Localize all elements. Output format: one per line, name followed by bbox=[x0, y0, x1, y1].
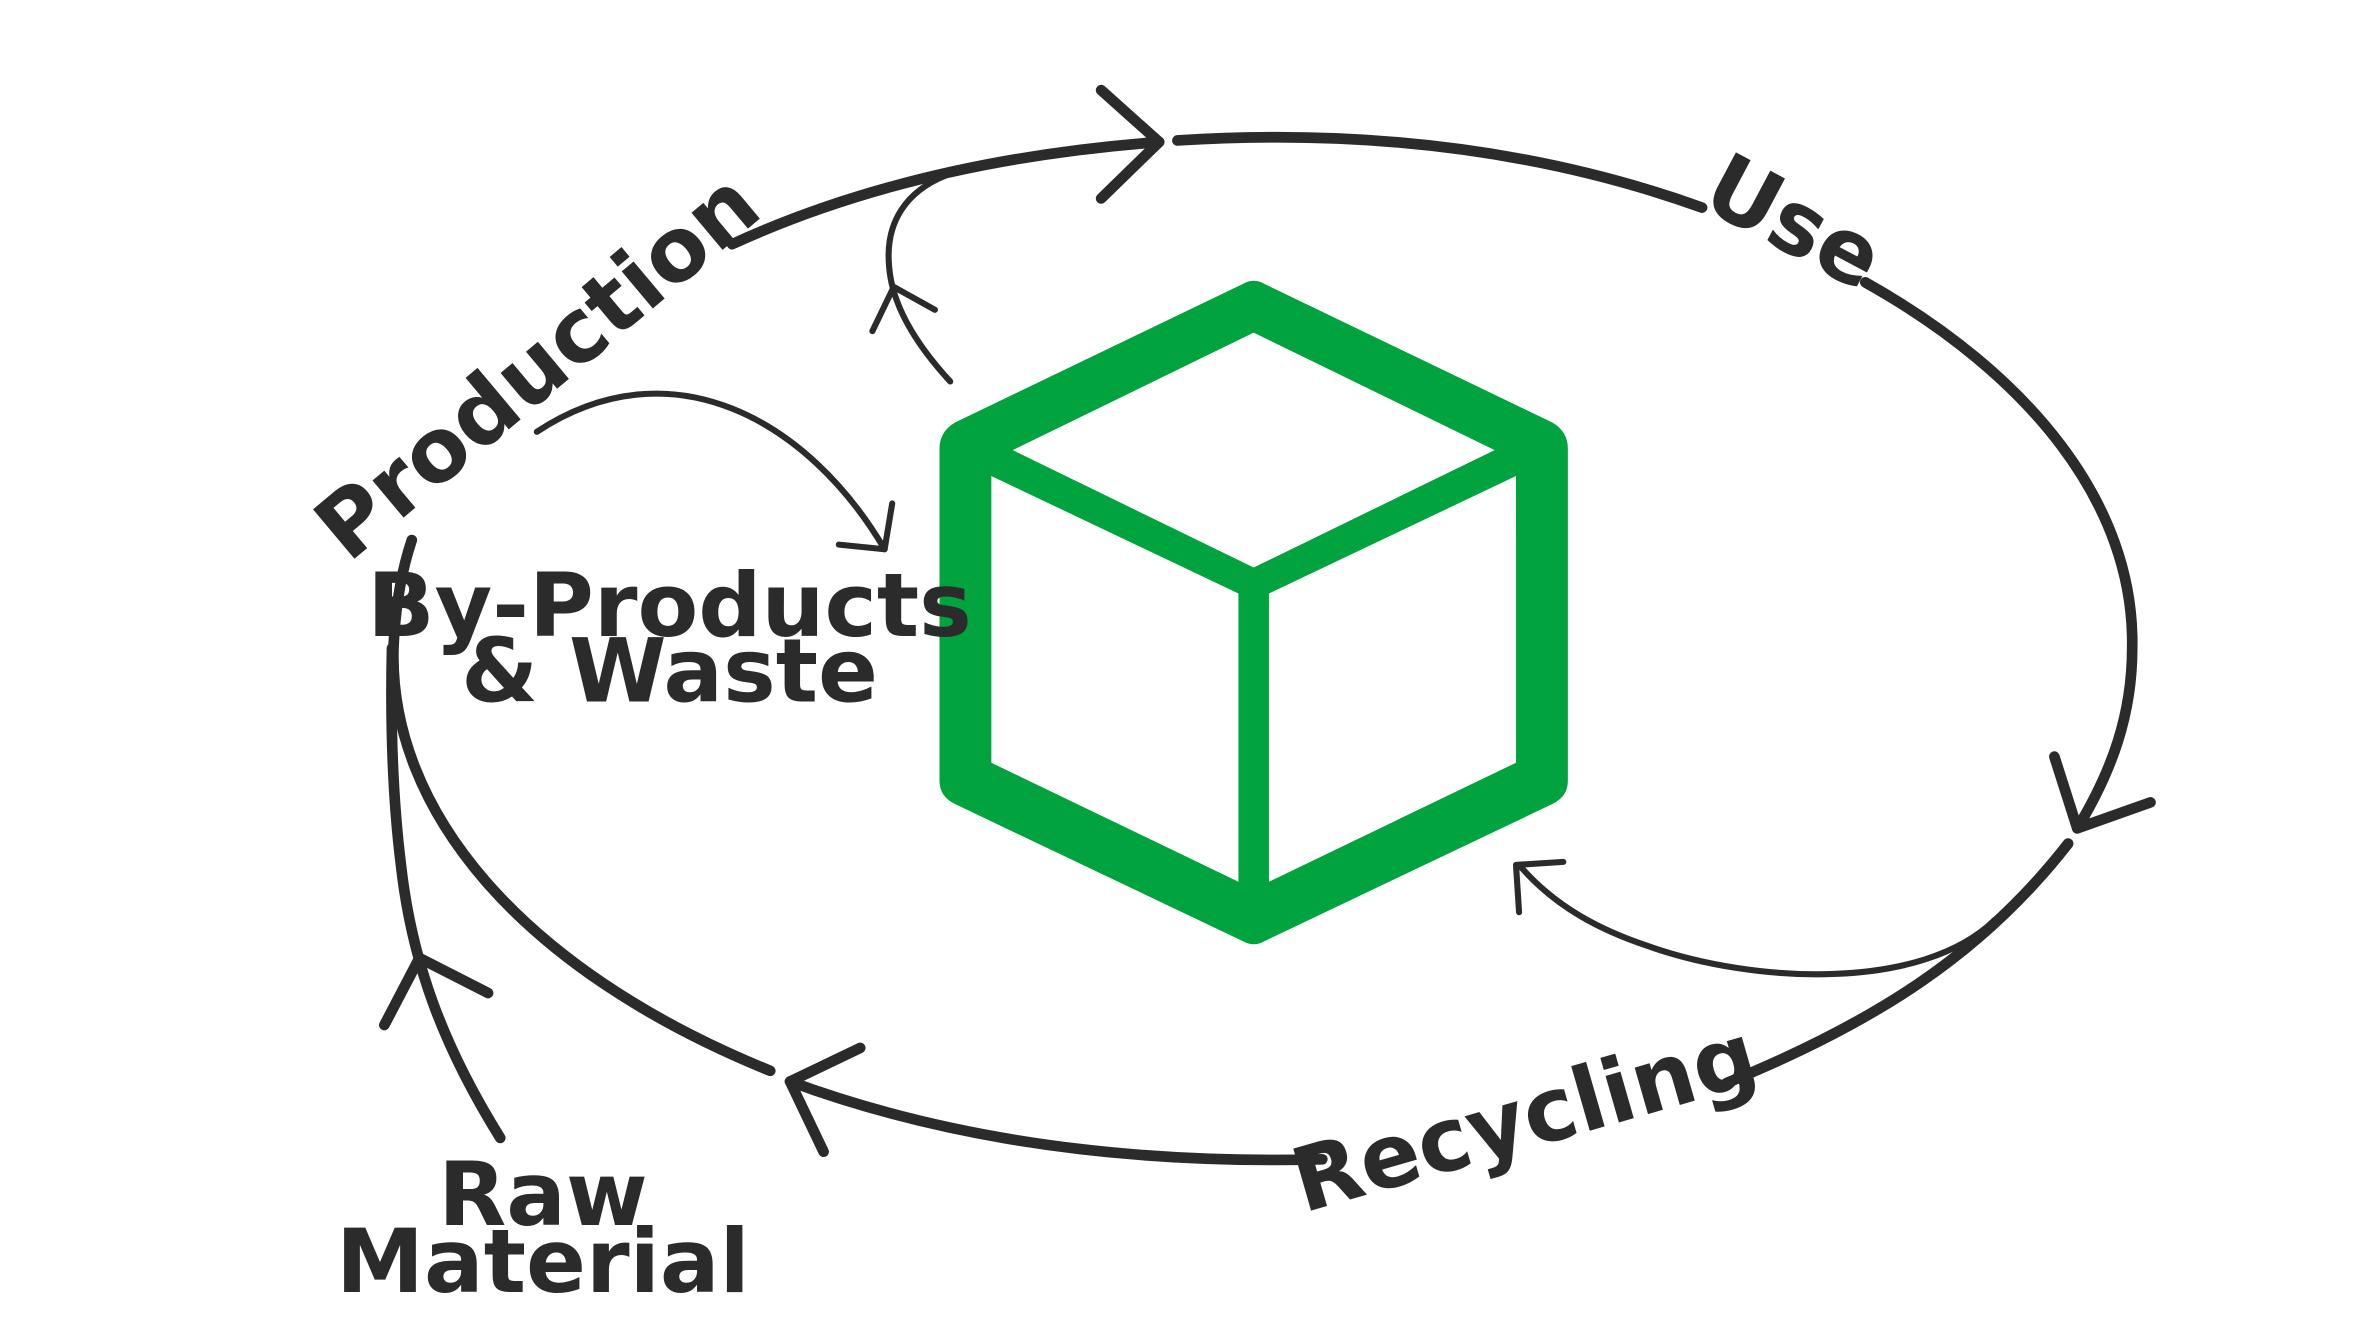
label-byproducts-line1: By-Products bbox=[367, 554, 972, 657]
arrowhead-recycling-to-product bbox=[1512, 858, 1567, 916]
arrowhead-byproducts bbox=[835, 500, 896, 553]
arrowhead-recycling-to-left bbox=[784, 1042, 866, 1158]
raw-material-inflow bbox=[386, 643, 506, 1144]
label-raw-material-line2: Material bbox=[336, 1210, 750, 1313]
cube-box-icon bbox=[939, 280, 1568, 945]
arrowhead-production-to-use bbox=[1095, 84, 1165, 204]
label-production: Production bbox=[296, 151, 779, 580]
cube-top-face bbox=[1012, 332, 1495, 568]
arc-use-top bbox=[1172, 131, 1708, 213]
arc-recycling-to-left bbox=[784, 1076, 1328, 1166]
arrowhead-raw-material bbox=[379, 952, 494, 1031]
label-byproducts-line2: & Waste bbox=[461, 620, 878, 723]
flow-production-to-byproducts bbox=[533, 390, 888, 553]
cube-right-face bbox=[1268, 476, 1517, 882]
arrowhead-production-loop bbox=[869, 283, 938, 335]
flow-production-loop bbox=[885, 172, 954, 385]
arrowhead-use-to-recycling bbox=[2049, 751, 2156, 834]
arc-use-to-recycling bbox=[1859, 276, 2138, 834]
label-raw-material-line1: Raw bbox=[438, 1143, 647, 1246]
cube-left-face bbox=[991, 476, 1239, 882]
flow-recycling-to-product bbox=[1516, 861, 1998, 978]
arc-left-to-production bbox=[388, 534, 776, 1077]
arc-production-to-use bbox=[726, 136, 1165, 250]
arc-to-recycling bbox=[1721, 838, 2074, 1089]
label-recycling: Recycling bbox=[1281, 1002, 1768, 1233]
